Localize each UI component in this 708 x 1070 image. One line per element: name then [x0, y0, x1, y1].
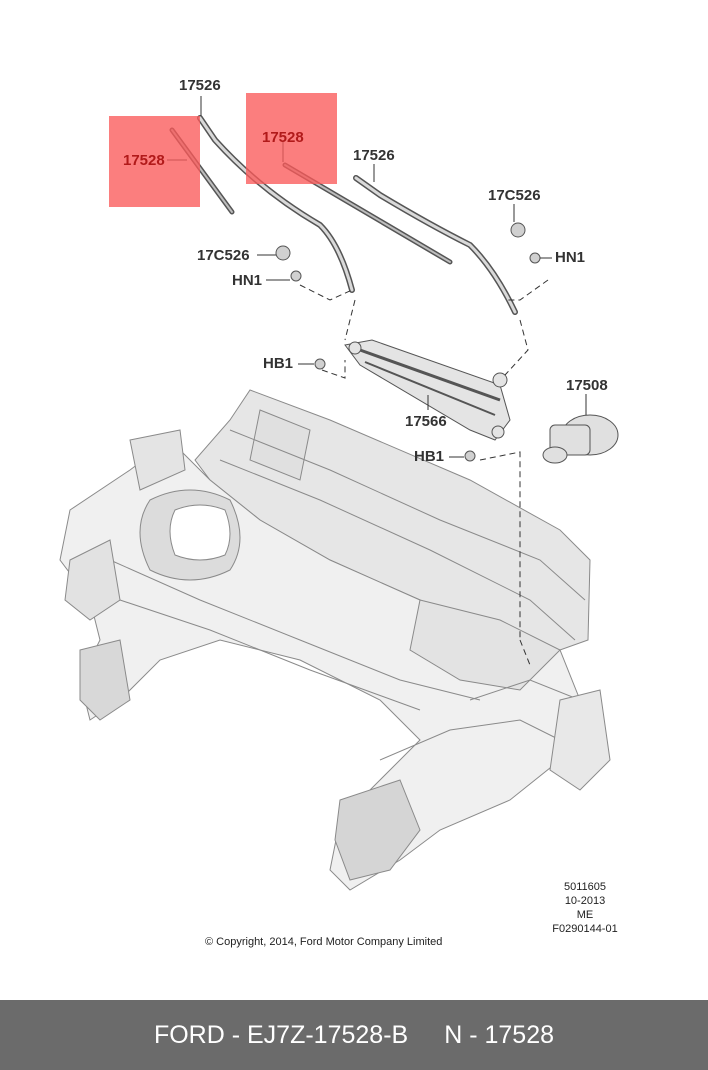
diagram-date: 10-2013: [564, 895, 606, 907]
copyright-notice: © Copyright, 2014, Ford Motor Company Li…: [205, 936, 443, 948]
vehicle-body-structure: [59, 389, 611, 891]
callout-wiper-blade-right[interactable]: 17528: [262, 129, 304, 146]
wiper-assemblies: [169, 115, 518, 315]
region-code: ME: [576, 909, 594, 921]
ref-number: 5011605: [563, 881, 606, 893]
callout-nut-right[interactable]: HN1: [555, 249, 586, 266]
callout-bolt-upper[interactable]: HB1: [263, 355, 294, 372]
fasteners: [275, 222, 541, 462]
callout-wiper-arm-right[interactable]: 17526: [353, 147, 395, 164]
callout-linkage[interactable]: 17566: [405, 413, 447, 430]
highlight-box-left: [109, 116, 200, 207]
footer-bar: FORD - EJ7Z-17528-B N - 17528: [0, 1000, 708, 1070]
wiper-linkage: [344, 339, 511, 441]
wiper-motor: [542, 414, 619, 464]
figure-id: F0290144-01: [552, 923, 618, 935]
callout-bolt-lower[interactable]: HB1: [414, 448, 445, 465]
callout-nut-cap-right[interactable]: 17C526: [488, 187, 541, 204]
callout-nut-left[interactable]: HN1: [232, 272, 263, 289]
callout-nut-cap-left[interactable]: 17C526: [197, 247, 250, 264]
callout-wiper-motor[interactable]: 17508: [566, 377, 608, 394]
footer-part-number: FORD - EJ7Z-17528-B: [153, 1020, 409, 1049]
footer-reference: N - 17528: [444, 1020, 555, 1049]
callout-wiper-blade-left[interactable]: 17528: [123, 152, 165, 169]
assembly-lines: [299, 279, 549, 666]
diagram-meta: 5011605 10-2013 ME F0290144-01: [540, 880, 630, 936]
highlight-box-right: [246, 93, 337, 184]
callout-wiper-arm-left[interactable]: 17526: [179, 77, 221, 94]
